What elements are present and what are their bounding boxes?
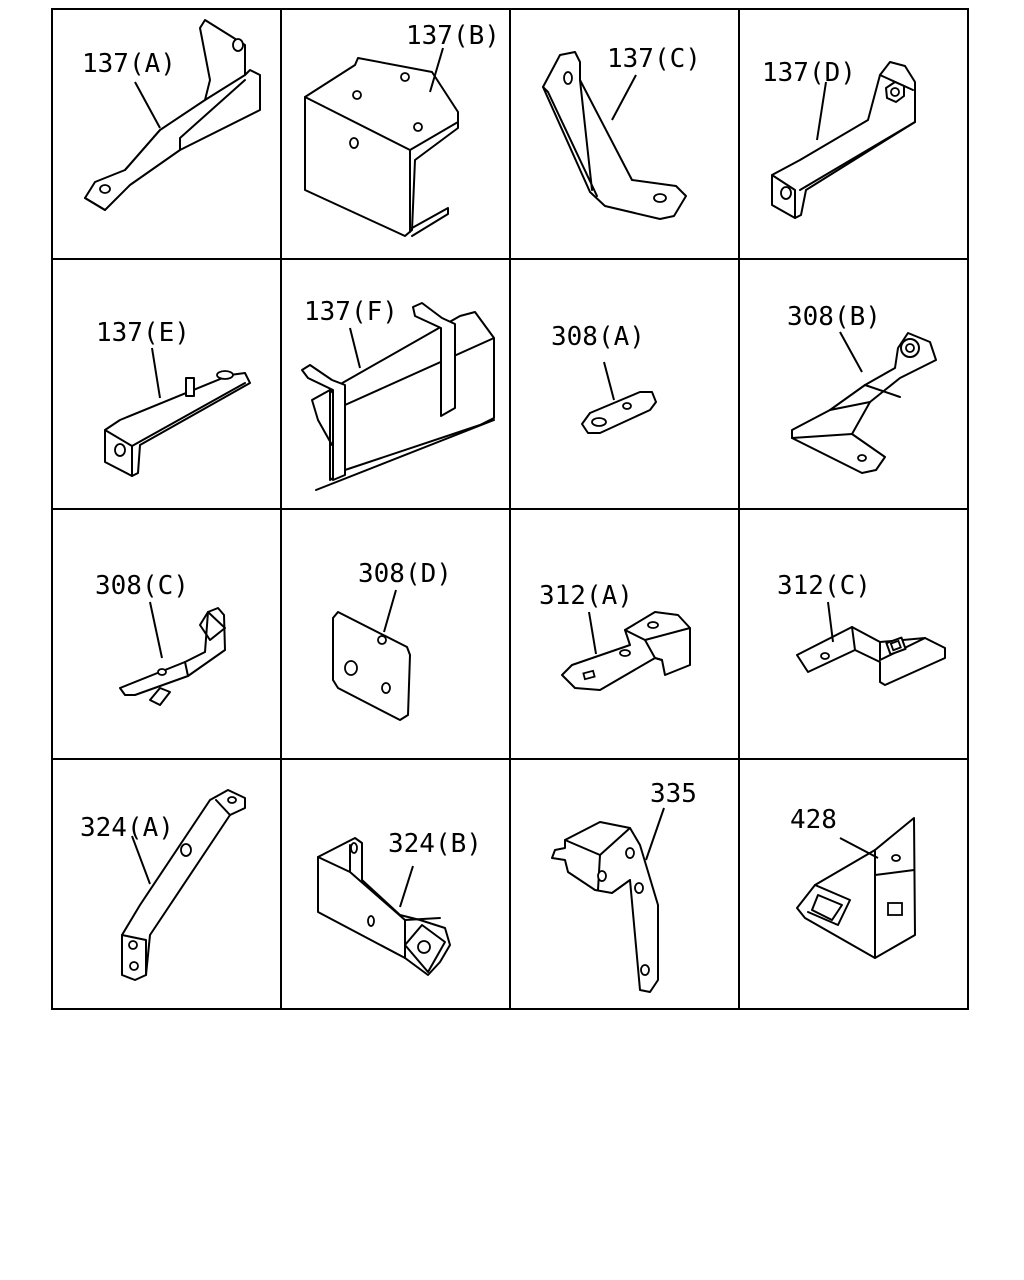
part-137-c[interactable]: 137(C) xyxy=(542,44,701,220)
part-137-b[interactable]: 137(B) xyxy=(304,21,500,237)
part-308-a[interactable]: 308(A) xyxy=(551,322,657,434)
label-324-a: 324(A) xyxy=(80,813,174,843)
label-137-b: 137(B) xyxy=(406,21,500,51)
label-312-c: 312(C) xyxy=(777,571,871,601)
part-308-b[interactable]: 308(B) xyxy=(787,302,937,474)
parts-grid xyxy=(51,8,969,1010)
part-137-d[interactable]: 137(D) xyxy=(762,58,916,219)
part-137-a[interactable]: 137(A) xyxy=(82,19,261,211)
label-335: 335 xyxy=(650,779,697,809)
label-308-b: 308(B) xyxy=(787,302,881,332)
label-324-b: 324(B) xyxy=(388,829,482,859)
label-137-d: 137(D) xyxy=(762,58,856,88)
part-308-c[interactable]: 308(C) xyxy=(95,571,226,706)
part-308-d[interactable]: 308(D) xyxy=(332,559,452,721)
part-324-a[interactable]: 324(A) xyxy=(80,789,246,981)
label-312-a: 312(A) xyxy=(539,581,633,611)
label-137-a: 137(A) xyxy=(82,49,176,79)
part-137-e[interactable]: 137(E) xyxy=(96,318,251,477)
label-308-c: 308(C) xyxy=(95,571,189,601)
part-137-f[interactable]: 137(F) xyxy=(301,297,495,491)
part-312-a[interactable]: 312(A) xyxy=(539,581,691,691)
part-324-b[interactable]: 324(B) xyxy=(317,829,482,976)
part-312-c[interactable]: 312(C) xyxy=(777,571,946,686)
label-428: 428 xyxy=(790,805,837,835)
label-137-e: 137(E) xyxy=(96,318,190,348)
label-137-c: 137(C) xyxy=(607,44,701,74)
label-137-f: 137(F) xyxy=(304,297,398,327)
label-308-a: 308(A) xyxy=(551,322,645,352)
part-428[interactable]: 428 xyxy=(790,805,916,959)
part-335[interactable]: 335 xyxy=(551,779,697,993)
label-308-d: 308(D) xyxy=(358,559,452,589)
